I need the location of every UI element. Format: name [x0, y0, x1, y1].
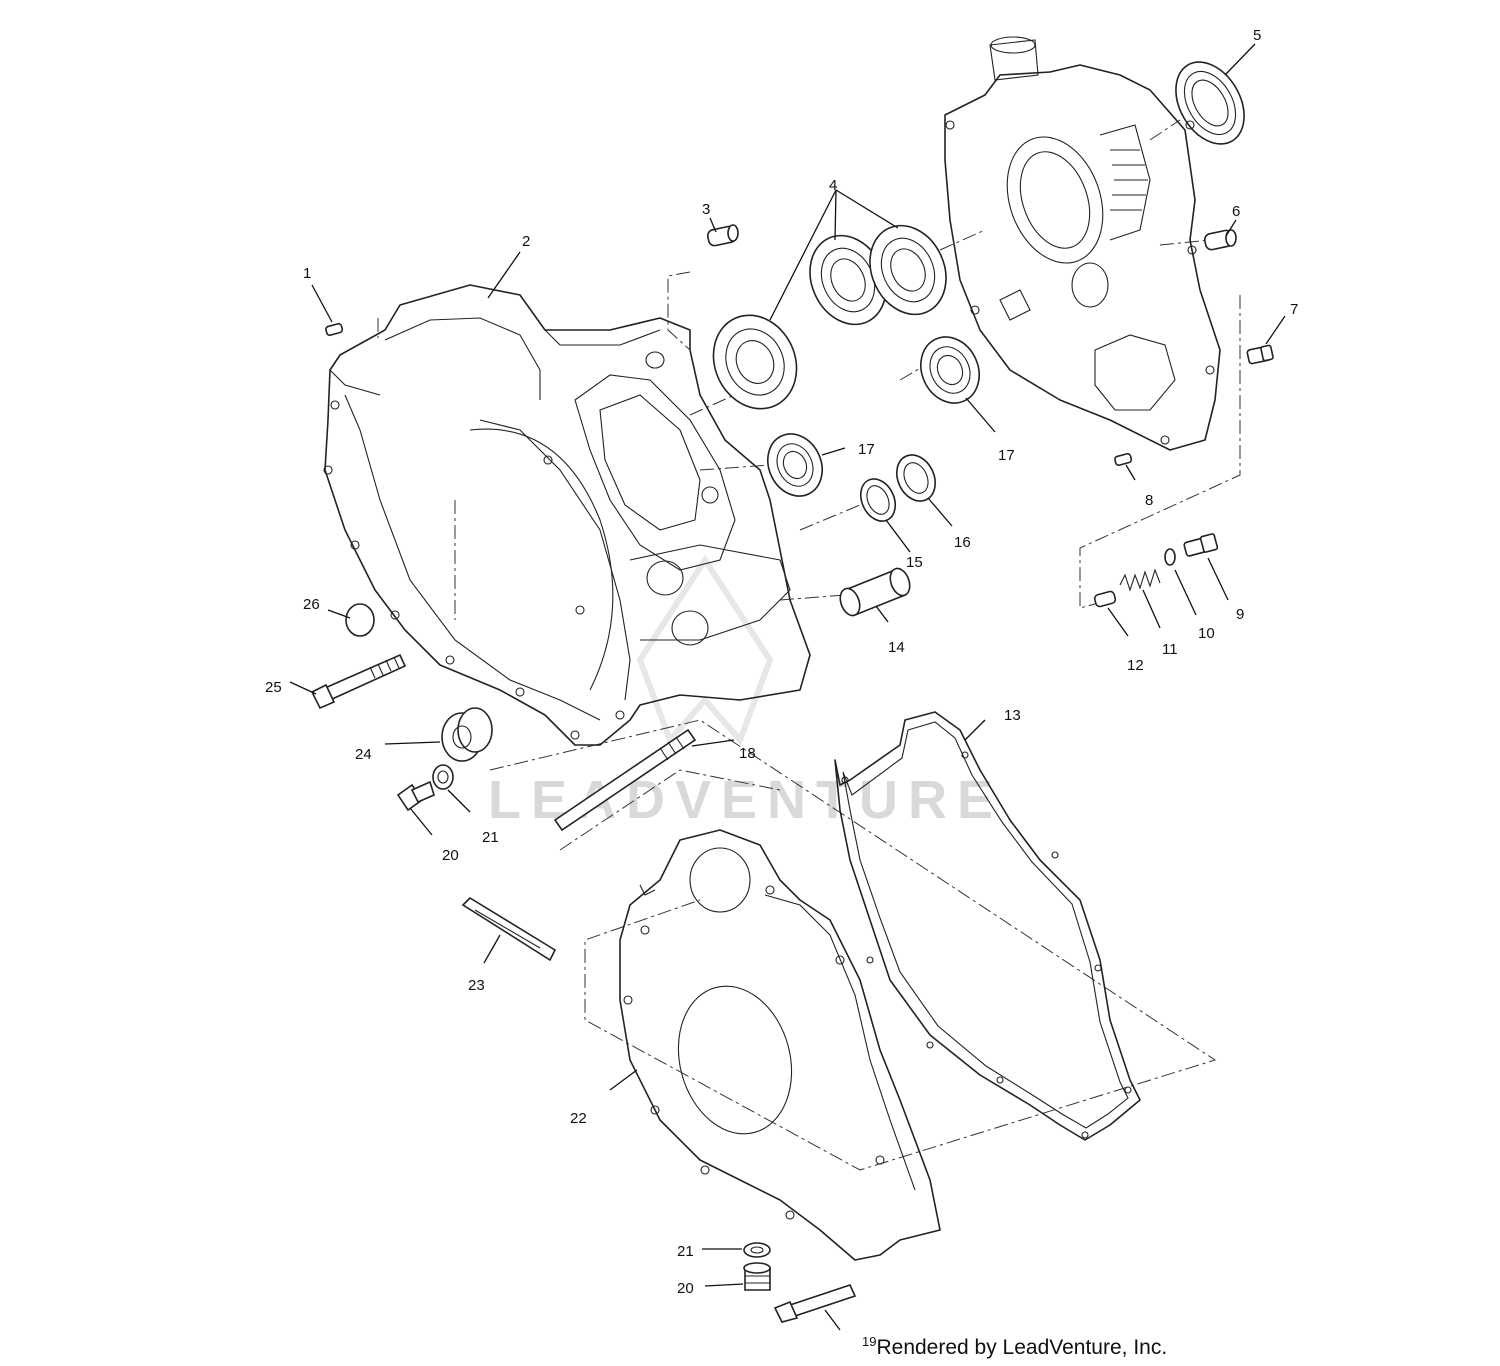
part-24-grommet	[441, 707, 493, 762]
callout-11: 11	[1162, 641, 1178, 658]
part-1-dowel-pin	[325, 322, 344, 337]
callout-17-right: 17	[998, 447, 1015, 464]
part-14-sleeve	[839, 567, 911, 617]
callout-labels: 1 2 3 4 5 6 7 8 9 10 11 12 13 14 15 16 1…	[265, 27, 1298, 1297]
part-2-crankcase	[323, 284, 811, 746]
footer-page-number: 19	[862, 1334, 877, 1349]
part-5-oil-seal	[1175, 61, 1245, 145]
part-17-bearing-left	[767, 433, 823, 497]
callout-6: 6	[1232, 203, 1240, 220]
callout-12: 12	[1127, 657, 1144, 674]
callout-2: 2	[522, 233, 530, 250]
part-26-o-ring	[345, 603, 375, 637]
callout-7: 7	[1290, 301, 1298, 318]
part-21-washer-left	[432, 764, 454, 790]
part-6-dowel-sleeve	[1203, 229, 1237, 251]
part-20-drain-plug-lower	[743, 1262, 771, 1291]
part-9-bolt	[1183, 533, 1219, 557]
part-25-bolt	[310, 653, 407, 710]
callout-22: 22	[570, 1110, 587, 1127]
callout-23: 23	[468, 977, 485, 994]
callout-18: 18	[739, 745, 756, 762]
part-7-plug-bolt	[1246, 344, 1274, 365]
callout-20-lower: 20	[677, 1280, 694, 1297]
part-4-bearing-c	[869, 224, 947, 316]
callout-17-left: 17	[858, 441, 875, 458]
callout-1: 1	[303, 265, 311, 282]
footer-credit: 19Rendered by LeadVenture, Inc.	[862, 1334, 1167, 1360]
part-17-bearing-right	[920, 336, 980, 404]
callout-21-lower: 21	[677, 1243, 694, 1260]
watermark-logo	[636, 554, 774, 746]
part-4-bearing-b	[809, 234, 887, 326]
callout-20-left: 20	[442, 847, 459, 864]
callout-25: 25	[265, 679, 282, 696]
part-18-stud	[553, 728, 697, 832]
callout-14: 14	[888, 639, 905, 656]
part-3-dowel-sleeve	[706, 224, 739, 247]
part-4-bearing-a	[712, 314, 798, 410]
phantom-lines	[377, 119, 1241, 1171]
callout-24: 24	[355, 746, 372, 763]
part-20-bolt-left	[396, 780, 435, 812]
callout-26: 26	[303, 596, 320, 613]
callout-15: 15	[906, 554, 923, 571]
callout-3: 3	[702, 201, 710, 218]
part-12-plunger	[1093, 590, 1117, 608]
callout-9: 9	[1236, 606, 1244, 623]
part-case-cover-right	[944, 36, 1221, 451]
callout-21-left: 21	[482, 829, 499, 846]
part-8-dowel-pin	[1114, 452, 1133, 467]
part-15-seal	[859, 478, 897, 522]
callout-10: 10	[1198, 625, 1215, 642]
callout-13: 13	[1004, 707, 1021, 724]
callout-5: 5	[1253, 27, 1261, 44]
footer-credit-text: Rendered by LeadVenture, Inc.	[876, 1336, 1168, 1359]
callout-16: 16	[954, 534, 971, 551]
part-23-plate	[461, 896, 557, 962]
callout-8: 8	[1145, 492, 1153, 509]
part-16-bearing	[895, 454, 937, 502]
part-11-spring	[1119, 568, 1161, 592]
part-21-washer-lower	[743, 1242, 771, 1258]
part-10-washer	[1164, 548, 1176, 566]
part-13-gasket	[834, 711, 1141, 1141]
leader-lines	[289, 43, 1286, 1331]
callout-4: 4	[829, 177, 837, 194]
part-19-bolt-lower	[773, 1284, 857, 1323]
part-22-stator-cover	[619, 829, 941, 1261]
